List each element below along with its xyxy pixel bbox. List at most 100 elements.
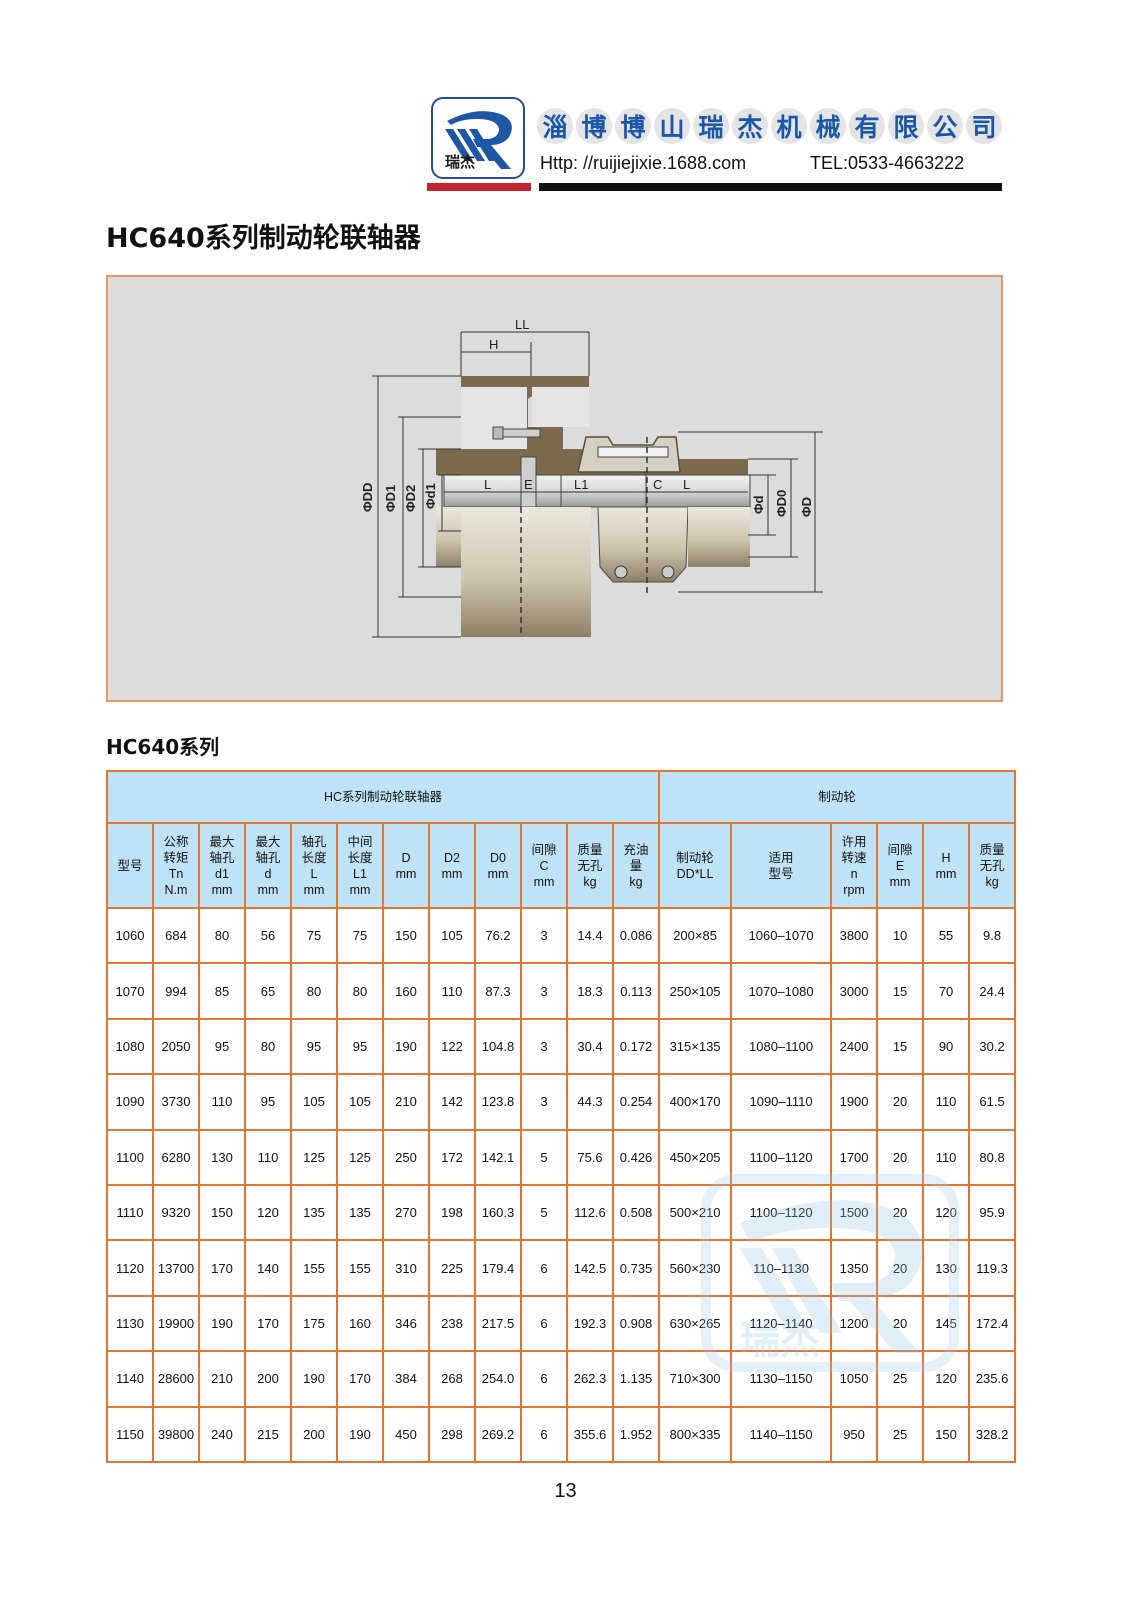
column-header-line: D2	[444, 850, 460, 865]
table-cell: 18.3	[566, 962, 614, 1020]
table-cell: 95	[244, 1073, 292, 1131]
column-header-line: 最大	[209, 834, 235, 849]
table-cell: 30.2	[968, 1017, 1017, 1076]
table-cell: 112.6	[566, 1183, 614, 1242]
website-link[interactable]: Http: //ruijiejixie.1688.com	[540, 153, 747, 173]
table-cell: 1.135	[611, 1350, 661, 1408]
column-header-line: d	[264, 866, 272, 881]
table-cell: 346	[382, 1294, 430, 1353]
table-cell: 268	[428, 1350, 476, 1408]
table-cell: 28600	[152, 1350, 200, 1408]
column-header-line: L1	[353, 866, 367, 881]
table-cell: 105	[336, 1073, 384, 1131]
table-cell: 225	[428, 1239, 476, 1297]
table-cell: 142.1	[474, 1128, 522, 1186]
table-cell: 1500	[830, 1183, 879, 1242]
table-cell: 315×135	[658, 1017, 733, 1076]
table-cell: 3	[520, 906, 568, 965]
table-cell: 5	[520, 1128, 568, 1186]
column-header-line: 公称	[163, 834, 189, 849]
column-header-line: kg	[985, 874, 999, 889]
table-cell: 85	[198, 962, 246, 1020]
table-cell: 120	[244, 1183, 292, 1242]
table-cell: 710×300	[658, 1350, 733, 1408]
column-header-line: d1	[215, 866, 229, 881]
column-header-line: D	[401, 850, 411, 865]
table-cell: 95	[290, 1017, 338, 1076]
table-cell: 210	[198, 1350, 246, 1408]
company-name-char: 公	[927, 108, 963, 144]
table-cell: 150	[198, 1183, 246, 1242]
table-cell: 1350	[830, 1239, 879, 1297]
column-header-line: mm	[487, 866, 509, 881]
table-cell: 19900	[152, 1294, 200, 1353]
column-header-line: 最大	[255, 834, 281, 849]
table-cell: 135	[290, 1183, 338, 1242]
table-cell: 1200	[830, 1294, 879, 1353]
brake-wheel-coupling-drawing: LL H L E L1 C L ΦDD ΦD1 ΦD2 Φd1 Φd ΦD0 Φ…	[360, 317, 823, 638]
table-cell: 119.3	[968, 1239, 1017, 1297]
model-cell: 1150	[106, 1405, 154, 1463]
table-cell: 450	[382, 1405, 430, 1463]
group-header-coupling: HC系列制动轮联轴器	[105, 770, 661, 824]
table-cell: 1.952	[611, 1405, 661, 1463]
svg-text:ΦD1: ΦD1	[383, 485, 398, 512]
column-header-line: 制动轮	[676, 850, 714, 865]
table-cell: 262.3	[566, 1350, 614, 1408]
column-header-line: L	[310, 866, 318, 881]
table-cell: 130	[922, 1239, 971, 1297]
svg-text:C: C	[653, 477, 662, 492]
table-cell: 0.508	[611, 1183, 661, 1242]
table-cell: 500×210	[658, 1183, 733, 1242]
model-cell: 1070	[106, 962, 154, 1020]
model-cell: 1060	[106, 906, 154, 965]
page-header: 瑞杰 淄博博山瑞杰机械有限公司 Http: //ruijiejixie.1688…	[427, 95, 1027, 195]
column-header-line: mm	[533, 874, 555, 889]
column-header-line: 质量	[979, 842, 1005, 857]
table-cell: 75	[290, 906, 338, 965]
table-cell: 25	[876, 1405, 925, 1463]
table-cell: 450×205	[658, 1128, 733, 1186]
table-cell: 0.426	[611, 1128, 661, 1186]
table-cell: 120	[922, 1183, 971, 1242]
table-cell: 5	[520, 1183, 568, 1242]
column-header-line: E	[895, 858, 905, 873]
red-divider	[427, 183, 531, 191]
column-header-line: mm	[935, 866, 957, 881]
table-cell: 105	[428, 906, 476, 965]
table-cell: 0.254	[611, 1073, 661, 1131]
svg-text:Φd: Φd	[751, 495, 766, 514]
table-cell: 6280	[152, 1128, 200, 1186]
company-name-char: 机	[771, 108, 807, 144]
company-name-char: 司	[966, 108, 1002, 144]
table-cell: 95.9	[968, 1183, 1017, 1242]
table-cell: 384	[382, 1350, 430, 1408]
model-cell: 1110	[106, 1183, 154, 1242]
table-cell: 6	[520, 1239, 568, 1297]
table-cell: 1090–1110	[730, 1073, 833, 1131]
table-cell: 150	[922, 1405, 971, 1463]
table-cell: 142	[428, 1073, 476, 1131]
table-cell: 560×230	[658, 1239, 733, 1297]
table-cell: 20	[876, 1294, 925, 1353]
column-header-line: N.m	[164, 882, 188, 897]
table-cell: 1130–1150	[730, 1350, 833, 1408]
table-cell: 120	[922, 1350, 971, 1408]
table-cell: 160.3	[474, 1183, 522, 1242]
group-header-row: HC系列制动轮联轴器 制动轮	[105, 770, 1017, 824]
